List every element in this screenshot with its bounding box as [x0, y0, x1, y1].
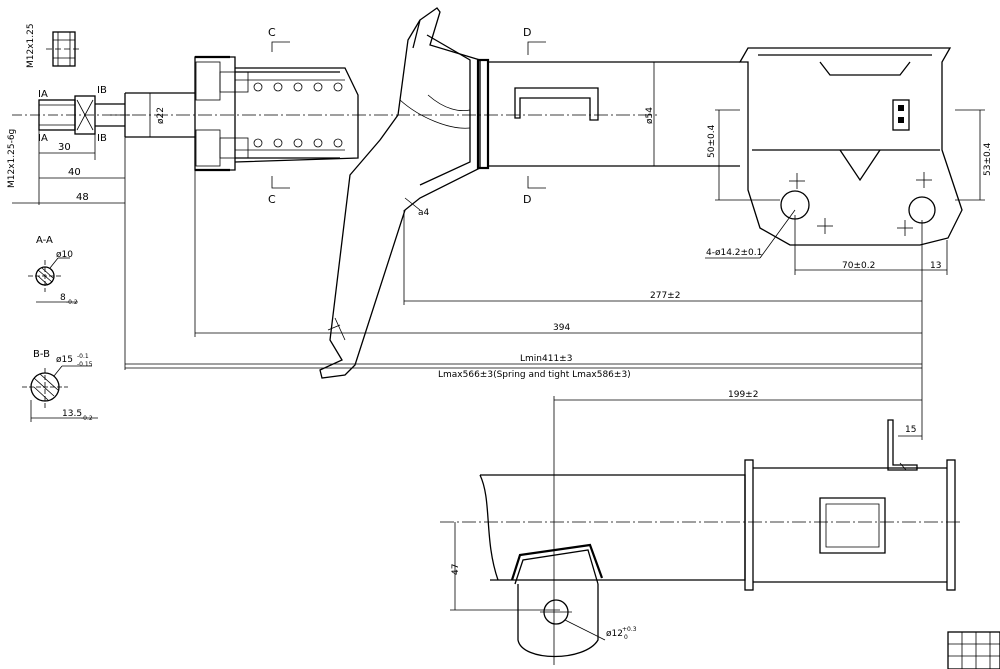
- piston-rod: ø22: [110, 92, 660, 138]
- section-bb: B-B ø15 -0.1 -0.15 13.5 -0.2: [22, 349, 98, 422]
- bb-diameter: ø15: [56, 355, 73, 365]
- bb-flat: 13.5: [62, 409, 82, 419]
- dim-70: 70±0.2: [842, 261, 875, 271]
- knuckle-bracket: 50±0.4 53±0.4 4-ø14.2±0.1 70±0.2 13: [705, 47, 993, 440]
- dim-50: 50±0.4: [707, 124, 717, 158]
- dim-277: 277±2: [650, 291, 680, 301]
- dim-199: 199±2: [728, 390, 758, 400]
- dim-lmax: Lmax566±3(Spring and tight Lmax586±3): [438, 370, 631, 380]
- aa-diameter: ø10: [56, 250, 73, 260]
- holes-spec: 4-ø14.2±0.1: [706, 248, 762, 258]
- bb-dia-tol-hi: -0.1: [77, 353, 89, 360]
- rod-end-view: M12x1.25-6g IA IA IB IB 30 40 48: [7, 85, 130, 370]
- section-a-bottom: IA: [38, 133, 48, 144]
- rod-diameter: ø22: [156, 107, 166, 124]
- length-dimensions: 277±2 394 Lmin411±3 Lmax566±3(Spring and…: [125, 170, 922, 380]
- body-diameter: ø54: [645, 107, 655, 124]
- hole-12-tol-low: 0: [624, 634, 628, 641]
- thread-nut-detail: M12x1.25: [26, 23, 82, 68]
- lower-detail-view: 199±2 15 47 ø12 +0.3 0: [440, 390, 960, 665]
- cut-line-d: D D: [523, 26, 546, 206]
- dim-30: 30: [58, 142, 71, 153]
- thread-top-label: M12x1.25: [26, 23, 36, 68]
- section-a-top: IA: [38, 89, 48, 100]
- strut-tube: ø54: [476, 58, 740, 170]
- cut-d-top: D: [523, 26, 531, 39]
- cut-c-bottom: C: [268, 193, 276, 206]
- dim-48: 48: [76, 192, 89, 203]
- aa-flat: 8: [60, 293, 66, 303]
- spring-seat: a4: [319, 7, 481, 379]
- section-aa-title: A-A: [36, 235, 53, 246]
- dim-13: 13: [930, 261, 941, 271]
- cut-c-top: C: [268, 26, 276, 39]
- cut-line-c: C C: [268, 26, 290, 206]
- cut-d-bottom: D: [523, 193, 531, 206]
- dim-15: 15: [905, 425, 916, 435]
- dim-53: 53±0.4: [983, 142, 993, 176]
- section-b-bottom: IB: [97, 133, 107, 144]
- bb-dia-tol-lo: -0.15: [77, 361, 93, 368]
- hole-12-tol: +0.3: [622, 626, 637, 633]
- section-bb-title: B-B: [33, 349, 50, 360]
- section-aa: A-A ø10 8 -0.2: [28, 235, 78, 306]
- weld-mark: a4: [418, 208, 430, 218]
- top-mount-bumper: [194, 55, 359, 172]
- thread-side-label: M12x1.25-6g: [7, 129, 17, 188]
- bb-flat-tol: -0.2: [81, 415, 93, 422]
- section-b-top: IB: [97, 85, 107, 96]
- hole-12: ø12: [606, 629, 623, 639]
- dim-40: 40: [68, 167, 81, 178]
- title-block: [947, 631, 1000, 669]
- dim-47: 47: [451, 564, 461, 575]
- dim-lmin: Lmin411±3: [520, 354, 572, 364]
- aa-flat-tol: -0.2: [66, 299, 78, 306]
- dim-394: 394: [553, 323, 570, 333]
